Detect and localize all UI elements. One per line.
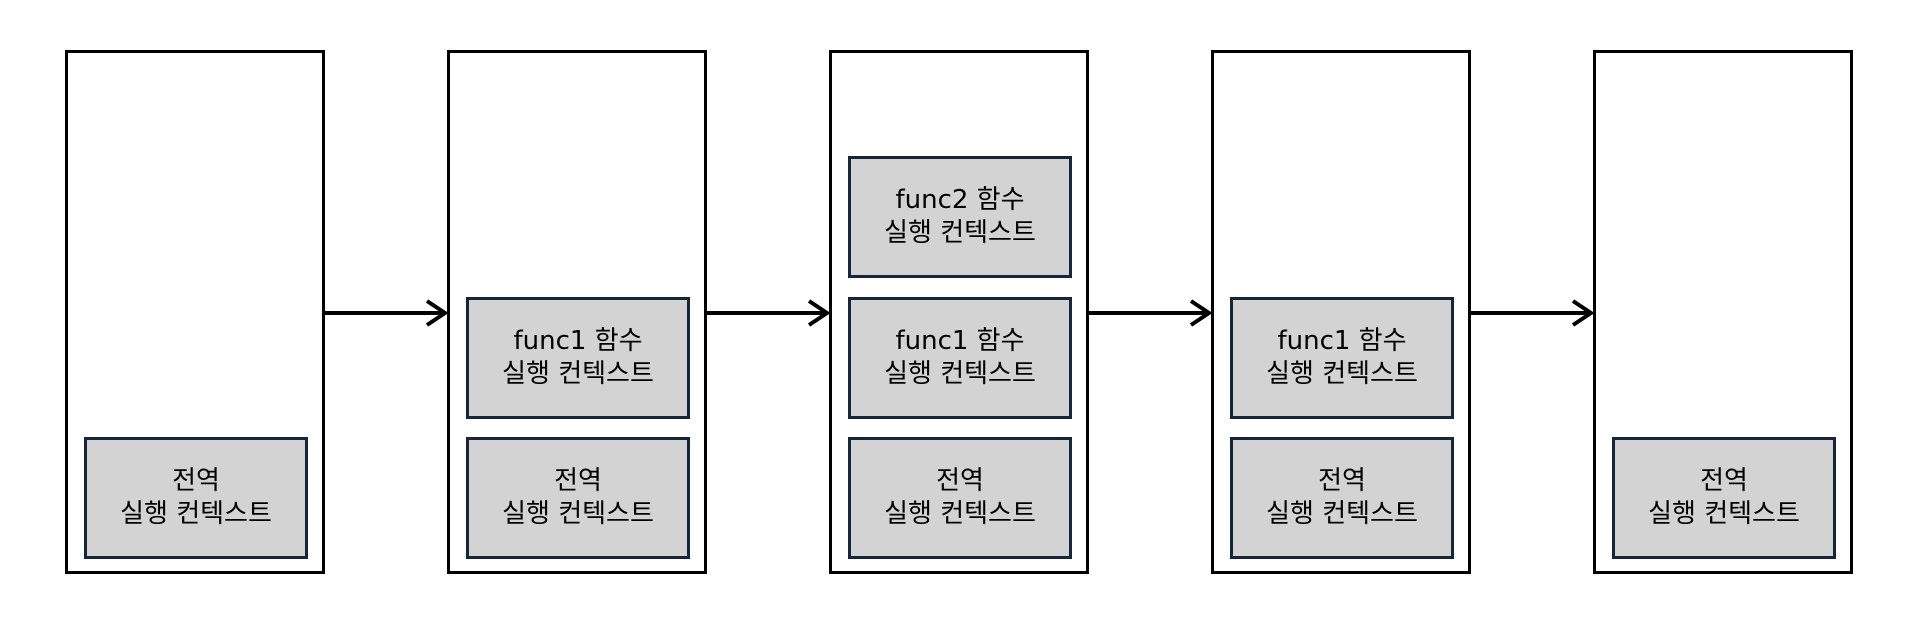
frame-label-line2: 실행 컨텍스트 <box>1266 359 1418 389</box>
arrow-right-icon <box>707 299 831 327</box>
frame-func2-context: func2 함수 실행 컨텍스트 <box>848 156 1072 278</box>
frame-func1-context: func1 함수 실행 컨텍스트 <box>848 297 1072 419</box>
frame-label-line1: 전역 <box>1318 466 1366 496</box>
frame-label-line2: 실행 컨텍스트 <box>1266 499 1418 529</box>
arrow-right-icon <box>1471 299 1595 327</box>
frame-label-line1: 전역 <box>1700 466 1748 496</box>
call-stack-4: func1 함수 실행 컨텍스트 전역 실행 컨텍스트 <box>1211 50 1471 574</box>
frame-label-line1: func2 함수 <box>895 185 1025 215</box>
frame-label-line1: 전역 <box>936 466 984 496</box>
call-stack-1: 전역 실행 컨텍스트 <box>65 50 325 574</box>
frame-label-line1: func1 함수 <box>513 326 643 356</box>
frame-label-line2: 실행 컨텍스트 <box>884 499 1036 529</box>
frame-global-context: 전역 실행 컨텍스트 <box>1612 437 1836 559</box>
call-stack-5: 전역 실행 컨텍스트 <box>1593 50 1853 574</box>
frame-label-line2: 실행 컨텍스트 <box>884 359 1036 389</box>
call-stack-2: func1 함수 실행 컨텍스트 전역 실행 컨텍스트 <box>447 50 707 574</box>
frame-global-context: 전역 실행 컨텍스트 <box>466 437 690 559</box>
frame-label-line1: func1 함수 <box>895 326 1025 356</box>
frame-label-line2: 실행 컨텍스트 <box>884 218 1036 248</box>
frame-label-line1: func1 함수 <box>1277 326 1407 356</box>
frame-func1-context: func1 함수 실행 컨텍스트 <box>1230 297 1454 419</box>
frame-label-line2: 실행 컨텍스트 <box>120 499 272 529</box>
frame-label-line2: 실행 컨텍스트 <box>502 359 654 389</box>
frame-global-context: 전역 실행 컨텍스트 <box>1230 437 1454 559</box>
frame-global-context: 전역 실행 컨텍스트 <box>848 437 1072 559</box>
frame-func1-context: func1 함수 실행 컨텍스트 <box>466 297 690 419</box>
frame-label-line1: 전역 <box>172 466 220 496</box>
frame-label-line1: 전역 <box>554 466 602 496</box>
frame-label-line2: 실행 컨텍스트 <box>502 499 654 529</box>
arrow-right-icon <box>1089 299 1213 327</box>
arrow-right-icon <box>325 299 449 327</box>
frame-label-line2: 실행 컨텍스트 <box>1648 499 1800 529</box>
frame-global-context: 전역 실행 컨텍스트 <box>84 437 308 559</box>
call-stack-3: func2 함수 실행 컨텍스트 func1 함수 실행 컨텍스트 전역 실행 … <box>829 50 1089 574</box>
